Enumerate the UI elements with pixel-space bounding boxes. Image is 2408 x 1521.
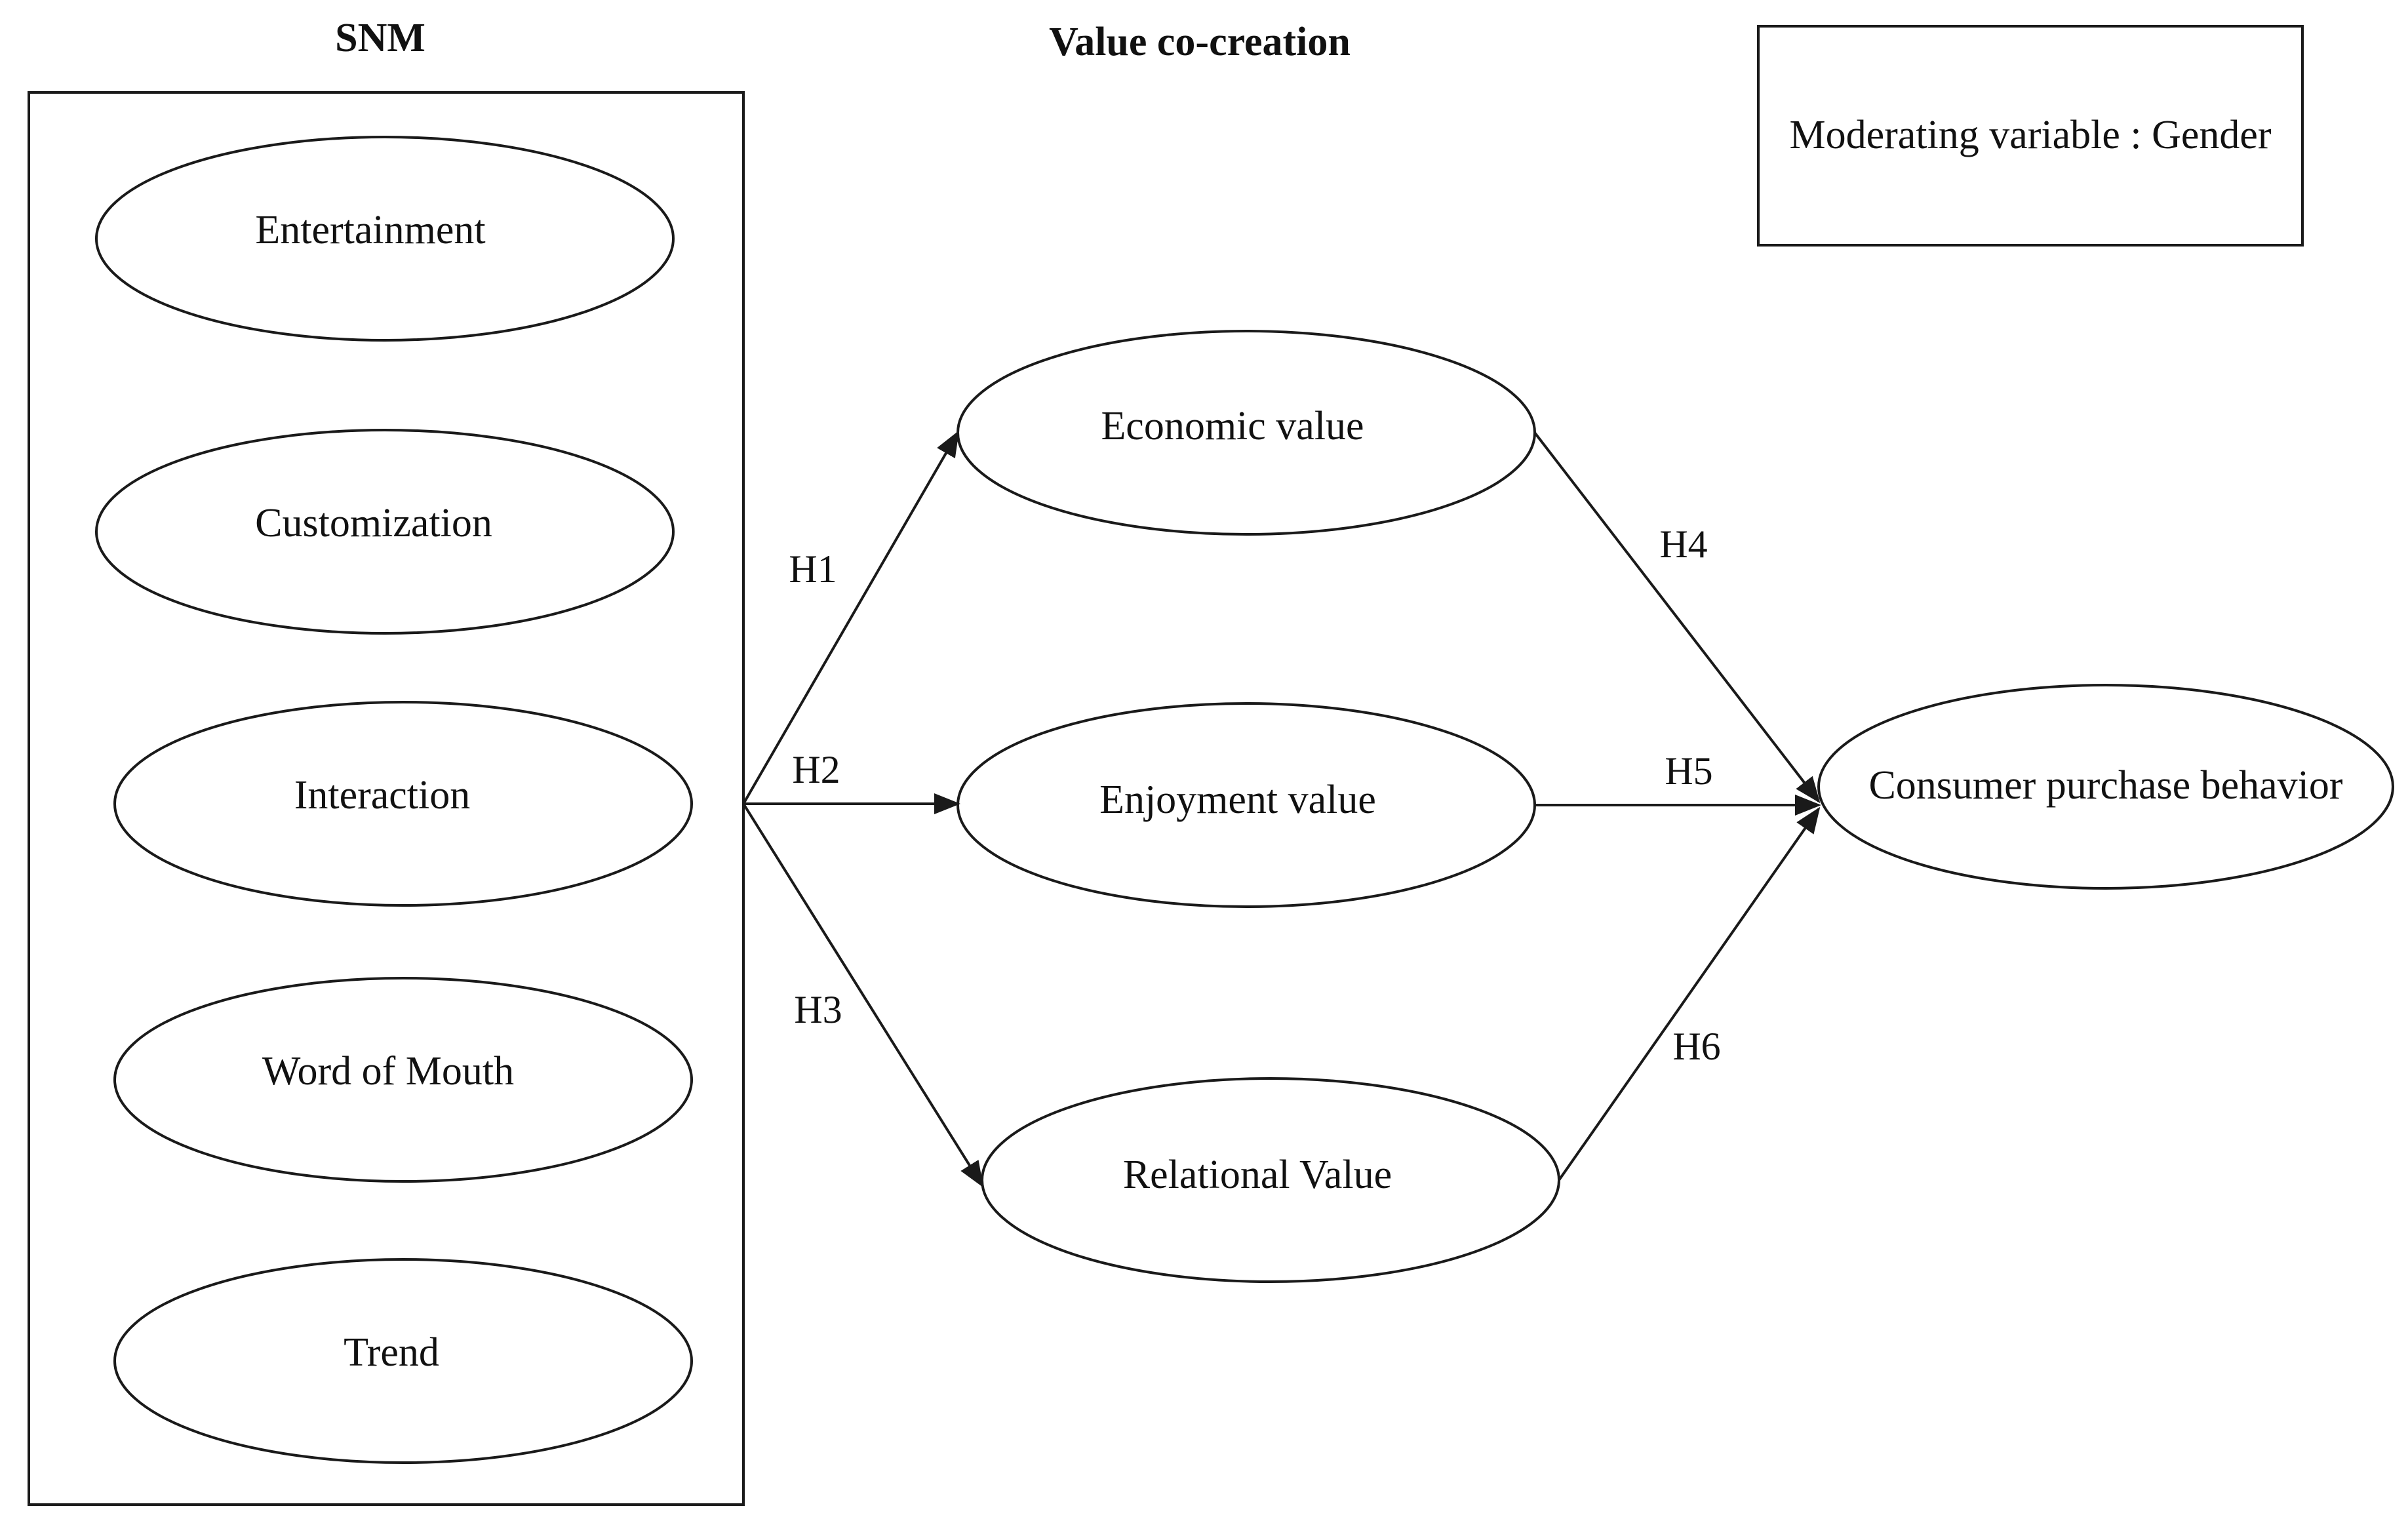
hypothesis-label-h6: H6 — [1672, 1025, 1720, 1068]
edge-h1 — [742, 430, 960, 805]
consumer-purchase-behavior-label: Consumer purchase behavior — [1868, 763, 2342, 808]
factor-label-interaction: Interaction — [294, 773, 471, 818]
value-cocreation-header: Value co-creation — [1049, 20, 1351, 64]
node-economic-value: Economic value — [957, 330, 1536, 536]
economic-value-label: Economic value — [1101, 404, 1364, 448]
factor-label-customization: Customization — [255, 501, 492, 545]
snm-box — [28, 91, 745, 1506]
edge-h3 — [742, 802, 984, 1188]
hypothesis-label-h1: H1 — [789, 547, 837, 591]
moderator-label: Moderating variable : Gender — [1789, 113, 2271, 157]
snm-factor-entertainment: Entertainment — [95, 136, 675, 342]
enjoyment-value-label: Enjoyment value — [1099, 778, 1376, 822]
factor-label-word-of-mouth: Word of Mouth — [262, 1049, 514, 1094]
snm-factor-customization: Customization — [95, 429, 675, 635]
moderator-box: Moderating variable : Gender — [1757, 25, 2304, 247]
factor-label-trend: Trend — [344, 1330, 439, 1375]
edge-h4 — [1533, 431, 1821, 804]
factor-label-entertainment: Entertainment — [255, 208, 485, 252]
node-consumer-purchase-behavior: Consumer purchase behavior — [1817, 684, 2394, 890]
node-relational-value: Relational Value — [981, 1077, 1560, 1283]
hypothesis-label-h4: H4 — [1659, 523, 1707, 566]
hypothesis-label-h3: H3 — [794, 988, 842, 1031]
relational-value-label: Relational Value — [1123, 1153, 1392, 1197]
hypothesis-label-h2: H2 — [792, 748, 840, 791]
snm-factor-word-of-mouth: Word of Mouth — [113, 977, 693, 1183]
edge-h6 — [1558, 806, 1821, 1181]
snm-factor-interaction: Interaction — [113, 701, 693, 907]
snm-header: SNM — [335, 16, 425, 60]
node-enjoyment-value: Enjoyment value — [957, 702, 1536, 908]
hypothesis-label-h5: H5 — [1665, 749, 1712, 793]
snm-factor-trend: Trend — [113, 1258, 693, 1464]
